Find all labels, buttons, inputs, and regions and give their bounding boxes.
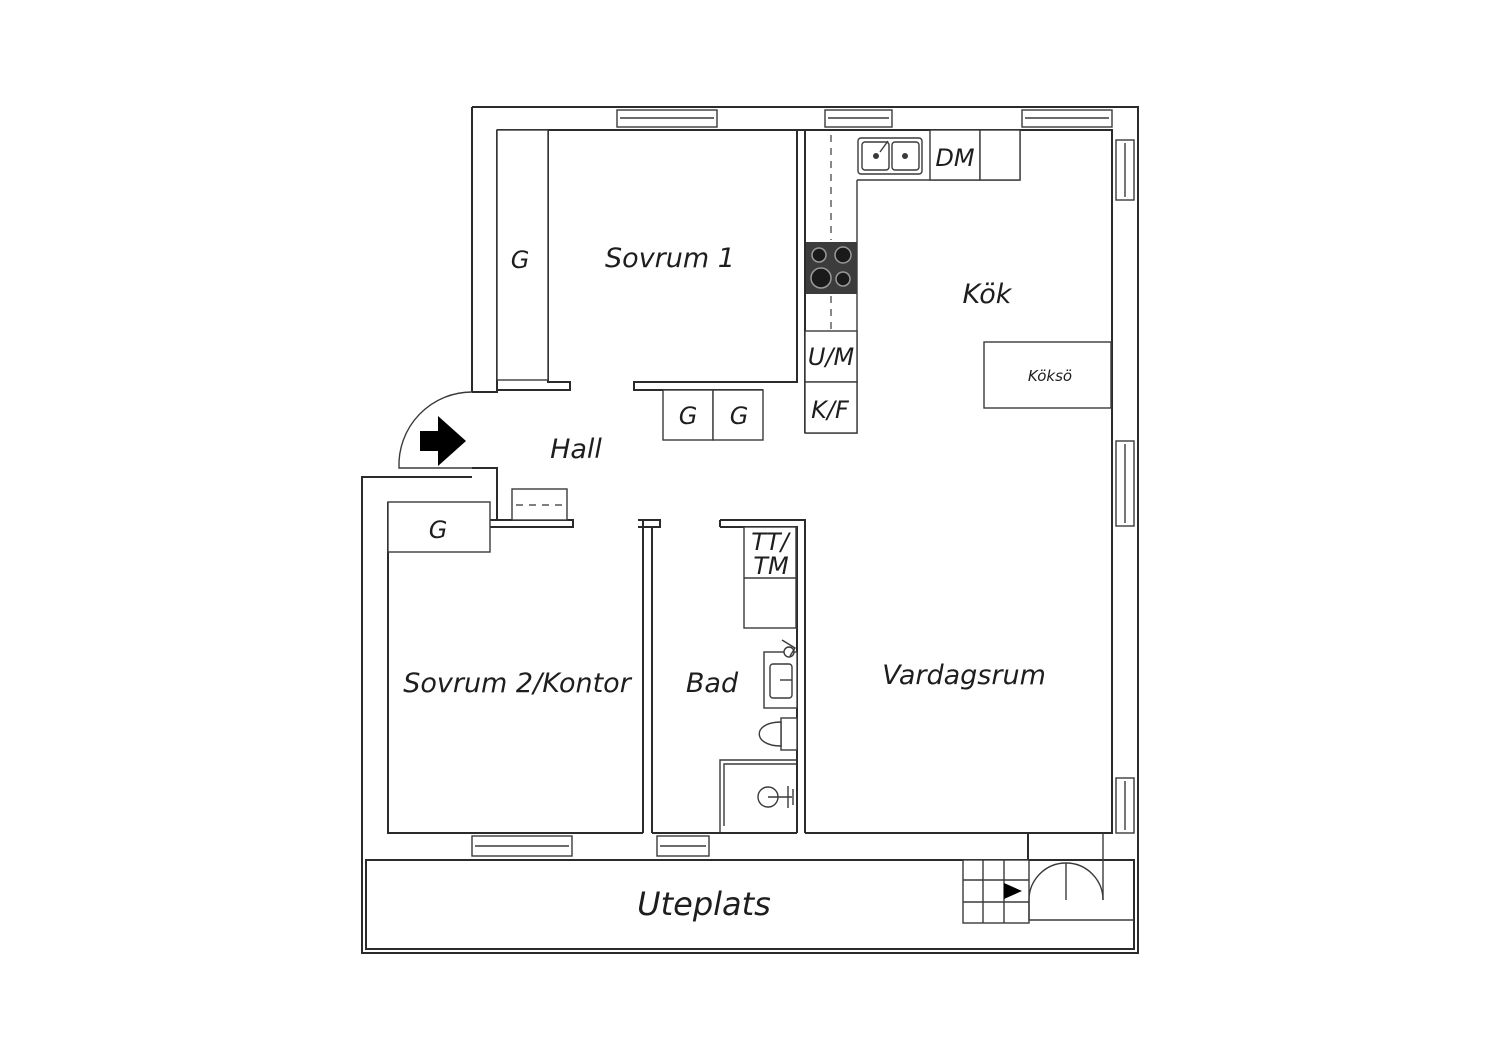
- room-label-uteplats: Uteplats: [637, 885, 771, 923]
- stove-icon: [806, 242, 857, 294]
- wardrobe-sovrum1: [496, 129, 549, 381]
- room-label-bad: Bad: [686, 668, 739, 699]
- room-label-sovrum1: Sovrum 1: [605, 243, 735, 274]
- toilet-icon: [758, 717, 798, 751]
- wardrobe-label: G: [429, 516, 448, 544]
- entrance-door-arc: [398, 391, 473, 469]
- interior-walls: [490, 130, 1021, 833]
- room-label-vardagsrum: Vardagsrum: [882, 660, 1046, 691]
- room-label-hall: Hall: [550, 434, 602, 465]
- shower-icon: [719, 759, 797, 833]
- wardrobe-hall-2: [712, 389, 764, 441]
- laundry-label-line2: TM: [753, 552, 789, 580]
- outer-walls: [361, 106, 1139, 954]
- windows: [471, 109, 1135, 857]
- fridge-box: [804, 381, 858, 434]
- kitchen-island-label: Köksö: [1028, 367, 1072, 385]
- entrance-arrow-icon: [420, 416, 466, 466]
- wardrobe-hall-1: [662, 389, 714, 441]
- wardrobe-label: G: [679, 402, 698, 430]
- wardrobe-label: G: [730, 402, 749, 430]
- wardrobe-label: G: [511, 246, 530, 274]
- fridge-label: K/F: [811, 396, 850, 424]
- labels: Sovrum 1 Kök Hall Sovrum 2/Kontor Bad Va…: [403, 144, 1072, 923]
- oven-label: U/M: [808, 343, 855, 371]
- dishwasher-box: [929, 129, 981, 181]
- dishwasher-label: DM: [935, 144, 974, 172]
- counter-end: [979, 129, 1021, 181]
- kitchen-sink-icon: [857, 137, 923, 175]
- laundry-label-line1: TT/: [751, 528, 791, 556]
- wardrobe-sovrum2: [387, 501, 491, 553]
- washbasin-icon: [763, 639, 798, 709]
- patio-entrance-arrow-icon: [1004, 883, 1022, 899]
- kitchen-island: [983, 341, 1112, 409]
- room-label-kok: Kök: [963, 279, 1013, 310]
- room-label-sovrum2: Sovrum 2/Kontor: [403, 668, 632, 699]
- fixtures: [387, 129, 1134, 924]
- patio-door: [1028, 833, 1134, 921]
